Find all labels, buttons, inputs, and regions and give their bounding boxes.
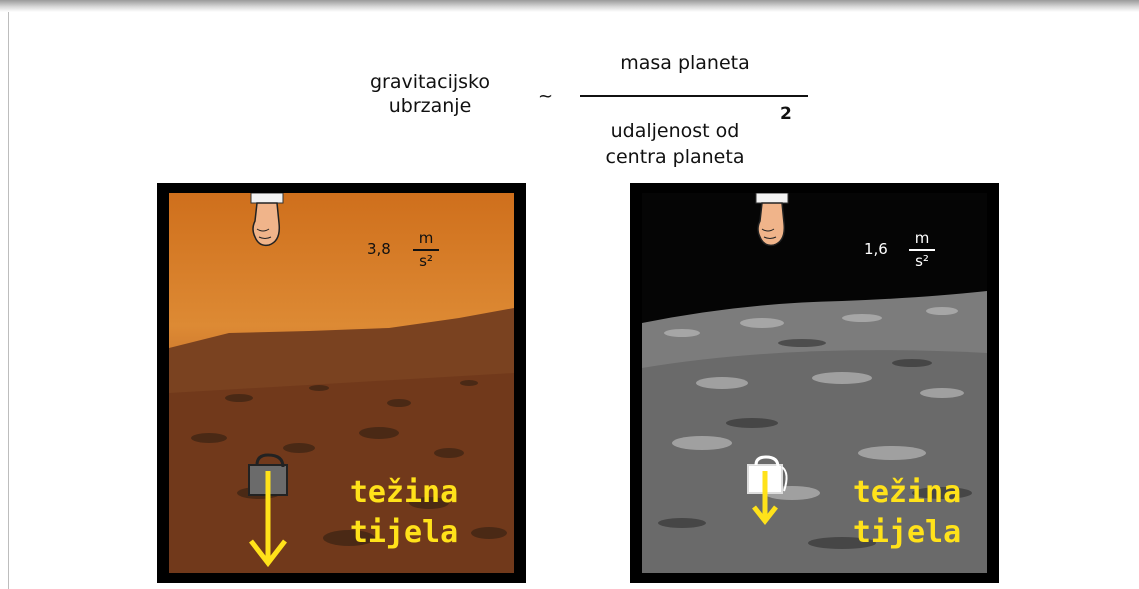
moon-scene: 1,6 m s² težina tijela [642, 193, 987, 573]
mars-unit-bar [413, 249, 439, 251]
formula-left-line1: gravitacijsko [370, 71, 490, 93]
formula-left-side: gravitacijsko ubrzanje [340, 70, 520, 118]
moon-weight-line2: tijela [852, 515, 962, 550]
moon-weight-line1: težina [852, 475, 962, 510]
moon-weight-label: težina tijela [842, 473, 972, 553]
mars-weight-line1: težina [349, 475, 459, 510]
formula-denominator-line2: centra planeta [605, 146, 745, 168]
formula-denominator: udaljenost od centra planeta [580, 118, 770, 170]
falling-weight-icon [248, 453, 288, 568]
mars-unit-bottom: s² [419, 252, 433, 270]
mars-weight-label: težina tijela [339, 473, 469, 553]
moon-acceleration-value: 1,6 [864, 240, 888, 258]
formula-exponent: 2 [780, 104, 792, 124]
mars-unit-top: m [418, 229, 434, 247]
left-border [8, 12, 9, 589]
fraction-bar [580, 95, 808, 97]
mars-acceleration-value: 3,8 [367, 240, 391, 258]
hand-icon [250, 193, 284, 247]
mars-panel: 3,8 m s² težina tijela [157, 183, 526, 583]
top-window-bar [0, 0, 1139, 12]
moon-panel: 1,6 m s² težina tijela [630, 183, 999, 583]
mars-weight-line2: tijela [349, 515, 459, 550]
proportional-symbol: ~ [538, 86, 554, 107]
formula-denominator-line1: udaljenost od [610, 120, 740, 142]
falling-weight-icon [747, 455, 788, 526]
mars-terrain-illustration [169, 308, 514, 573]
mars-scene: 3,8 m s² težina tijela [169, 193, 514, 573]
moon-unit-top: m [914, 229, 930, 247]
hand-icon [755, 193, 789, 247]
moon-terrain-illustration [642, 291, 987, 573]
formula-numerator: masa planeta [620, 52, 750, 74]
formula-left-line2: ubrzanje [388, 95, 472, 117]
moon-unit-bar [909, 249, 935, 251]
moon-unit-bottom: s² [915, 252, 929, 270]
